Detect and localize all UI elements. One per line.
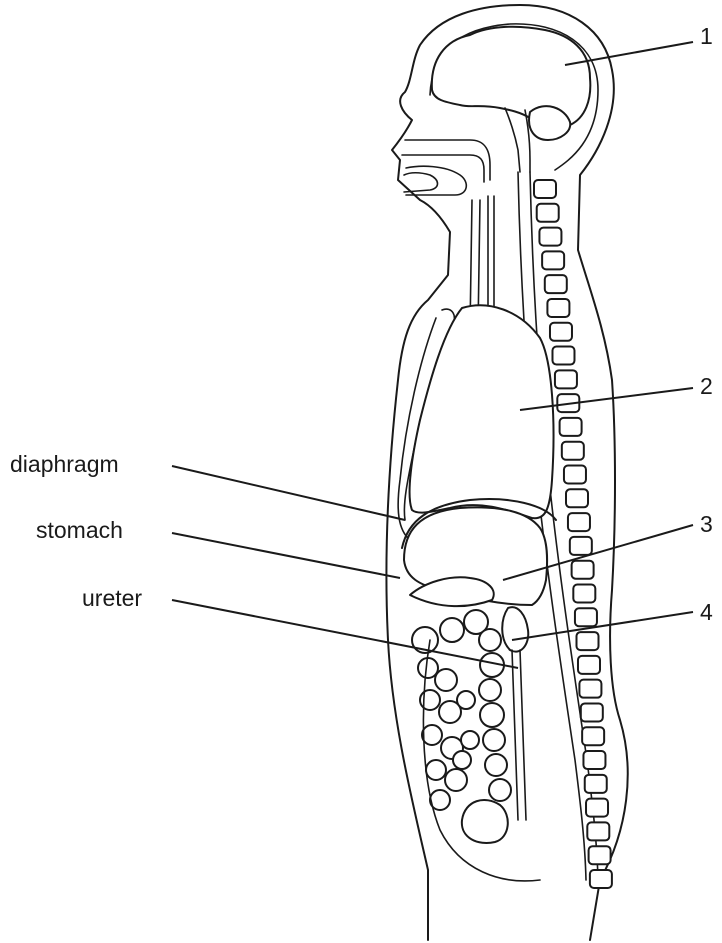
intestine-loop <box>418 658 438 678</box>
nasal-cavity <box>405 140 490 180</box>
label-ureter: ureter <box>82 585 142 611</box>
vertebra <box>534 180 556 198</box>
vertebra <box>545 275 567 293</box>
oesophagus <box>488 196 494 310</box>
ureter <box>512 650 526 820</box>
intestine-loop <box>483 729 505 751</box>
vertebra <box>575 608 597 626</box>
vertebral-column <box>534 180 612 888</box>
leader-4 <box>512 612 693 640</box>
vertebra <box>578 656 600 674</box>
vertebra <box>587 822 609 840</box>
intestine-loop <box>457 691 475 709</box>
vertebra <box>550 323 572 341</box>
label-4: 4 <box>700 599 713 625</box>
label-2: 2 <box>700 373 713 399</box>
brain <box>432 27 591 128</box>
vertebra <box>560 418 582 436</box>
intestine-loop <box>435 669 457 691</box>
vertebra <box>564 466 586 484</box>
vertebra <box>552 347 574 365</box>
intestine-loop <box>445 769 467 791</box>
leader-diaphragm <box>172 466 405 520</box>
vertebra <box>582 727 604 745</box>
vertebra <box>555 370 577 388</box>
intestine-loop <box>461 731 479 749</box>
vertebra <box>589 846 611 864</box>
label-diaphragm: diaphragm <box>10 451 119 477</box>
vertebra <box>547 299 569 317</box>
intestine-loop <box>479 629 501 651</box>
brainstem <box>505 108 530 172</box>
intestine-loop <box>440 618 464 642</box>
vertebra <box>579 680 601 698</box>
vertebra <box>585 775 607 793</box>
vertebra <box>581 703 603 721</box>
lung <box>410 305 554 518</box>
leader-stomach <box>172 533 400 578</box>
intestine-loop <box>489 779 511 801</box>
kidney <box>502 607 528 651</box>
intestine-loop <box>480 703 504 727</box>
intestine-loop <box>422 725 442 745</box>
intestine-loop <box>453 751 471 769</box>
vertebra <box>539 228 561 246</box>
intestine-loop <box>485 754 507 776</box>
label-3: 3 <box>700 511 713 537</box>
vertebra <box>577 632 599 650</box>
leader-ureter <box>172 600 518 668</box>
vertebra <box>573 584 595 602</box>
bladder <box>462 800 508 843</box>
label-stomach: stomach <box>36 517 123 543</box>
vertebra <box>562 442 584 460</box>
vertebra <box>590 870 612 888</box>
vertebra <box>583 751 605 769</box>
vertebra <box>570 537 592 555</box>
vertebra <box>542 251 564 269</box>
vertebra <box>568 513 590 531</box>
vertebra <box>586 799 608 817</box>
vertebra <box>566 489 588 507</box>
intestine-loop <box>426 760 446 780</box>
vertebra <box>537 204 559 222</box>
label-1: 1 <box>700 23 713 49</box>
vertebra <box>572 561 594 579</box>
intestine-loop <box>479 679 501 701</box>
